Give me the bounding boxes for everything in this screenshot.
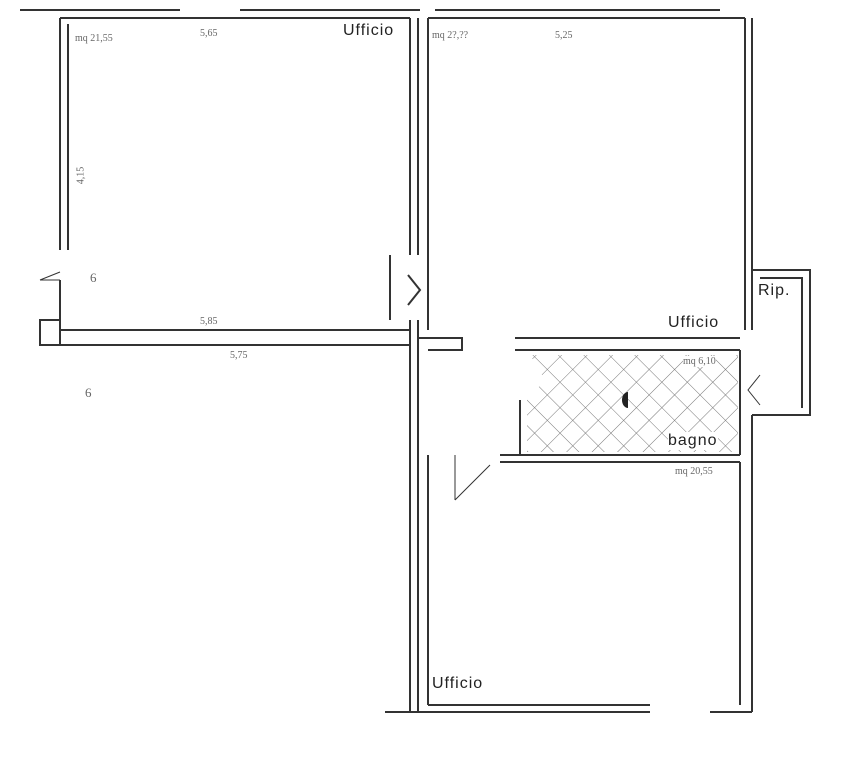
room-label-bagno: bagno <box>668 432 718 450</box>
dim-6: 6 <box>85 385 92 400</box>
dim-3: 5,85 <box>200 316 218 327</box>
room-area-1: mq 21,55 <box>75 33 113 44</box>
room-label-ufficio-3: Ufficio <box>432 675 484 692</box>
room-label-ufficio-1: Ufficio <box>343 22 395 39</box>
room-area-bagno: mq 6,10 <box>683 356 716 367</box>
room-label-ufficio-2: Ufficio <box>668 314 720 331</box>
walls <box>20 9 811 713</box>
room-area-2: mq 2?,?? <box>432 30 469 41</box>
bathroom-tile-hatch <box>527 355 738 452</box>
dim-7: 4,15 <box>75 166 87 185</box>
dim-1: 5,65 <box>200 28 218 39</box>
room-area-4: mq 20,55 <box>675 466 713 477</box>
dim-5: 6 <box>90 270 97 285</box>
dim-2: 5,25 <box>555 30 573 41</box>
fixture-symbol <box>622 392 628 408</box>
room-label-rip: Rip. <box>758 282 791 299</box>
dim-4: 5,75 <box>230 350 248 361</box>
